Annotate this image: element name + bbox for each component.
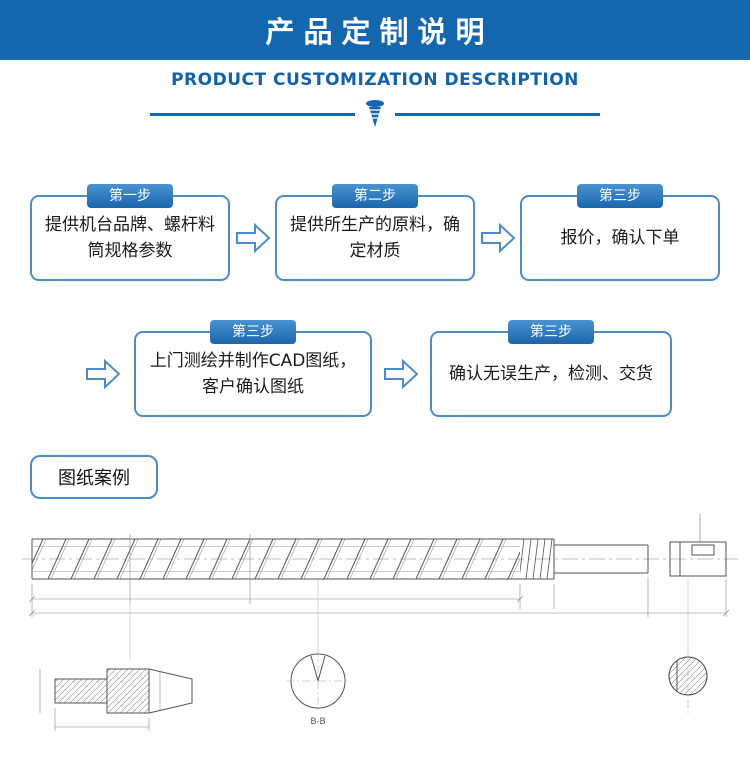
section-label: B-B — [310, 717, 325, 727]
step-text-4: 上门测绘并制作CAD图纸，客户确认图纸 — [149, 350, 357, 397]
step-label-1: 第一步 — [87, 184, 173, 208]
screw-icon — [366, 100, 384, 127]
technical-drawing: B-B — [0, 509, 750, 759]
page-title: 产品定制说明 — [265, 15, 494, 49]
divider-line-right — [395, 112, 600, 116]
step-text-1: 提供机台品牌、螺杆料筒规格参数 — [45, 214, 215, 261]
shaft-section-circle — [668, 652, 708, 715]
arrow-right-icon — [475, 222, 520, 254]
step-text-3: 报价，确认下单 — [560, 227, 680, 248]
screw-main-view — [22, 514, 738, 580]
flow-row-2: 第三步 上门测绘并制作CAD图纸，客户确认图纸 第三步 确认无误生产，检测、交货 — [0, 320, 750, 417]
arrow-right-icon — [384, 358, 418, 390]
section-divider — [0, 99, 750, 129]
step-label-5: 第三步 — [508, 320, 594, 344]
section-view-circle: B-B — [286, 649, 350, 727]
step-label-3: 第三步 — [577, 184, 663, 208]
page-subtitle: PRODUCT CUSTOMIZATION DESCRIPTION — [171, 70, 579, 90]
process-flow: 第一步 提供机台品牌、螺杆料筒规格参数 第二步 提供所生产的原料，确定材质 第三… — [0, 184, 750, 417]
drawing-section-title: 图纸案例 — [30, 455, 158, 499]
arrow-right-icon — [230, 222, 275, 254]
step-card-5: 第三步 确认无误生产，检测、交货 — [430, 320, 672, 417]
step-text-2: 提供所生产的原料，确定材质 — [290, 214, 460, 261]
step-text-5: 确认无误生产，检测、交货 — [449, 363, 653, 384]
step-card-1: 第一步 提供机台品牌、螺杆料筒规格参数 — [30, 184, 230, 281]
flow-row-1: 第一步 提供机台品牌、螺杆料筒规格参数 第二步 提供所生产的原料，确定材质 第三… — [0, 184, 750, 281]
dimension-lines — [28, 534, 730, 659]
step-card-3: 第三步 报价，确认下单 — [520, 184, 720, 281]
step-card-2: 第二步 提供所生产的原料，确定材质 — [275, 184, 475, 281]
header-banner: 产品定制说明 — [0, 0, 750, 60]
arrow-right-icon — [86, 358, 120, 390]
detail-left-section — [39, 668, 193, 731]
step-label-2: 第二步 — [332, 184, 418, 208]
divider-line-left — [150, 112, 355, 116]
step-label-4: 第三步 — [210, 320, 296, 344]
step-card-4: 第三步 上门测绘并制作CAD图纸，客户确认图纸 — [134, 320, 372, 417]
